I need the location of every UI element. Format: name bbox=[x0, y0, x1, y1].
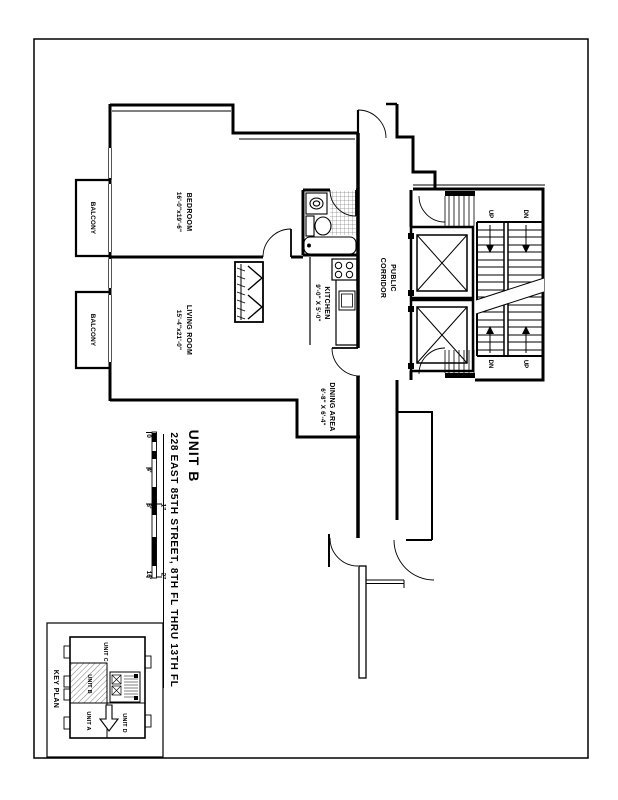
living-room-label: LIVING ROOM bbox=[185, 305, 192, 355]
balcony-upper-outline bbox=[74, 178, 110, 258]
vent-shaft-top bbox=[445, 191, 475, 196]
toilet-icon bbox=[305, 215, 315, 237]
kitchen-sink-icon bbox=[338, 290, 356, 311]
key-plan-balconies bbox=[63, 645, 152, 730]
address-title: 228 EAST 85TH STREET, 8TH FL THRU 13TH F… bbox=[168, 432, 179, 687]
stair-dn-bottom-label: DN bbox=[487, 360, 493, 369]
elevator-x-icon bbox=[416, 306, 468, 364]
key-plan-unit-d-label: UNIT D bbox=[121, 713, 127, 733]
balconies bbox=[74, 178, 110, 370]
stove-icon bbox=[331, 258, 358, 281]
dining-area-dims: 6'-8" X 6'-4" bbox=[319, 388, 326, 425]
sheet-border bbox=[33, 38, 589, 759]
corridor-door-top bbox=[357, 109, 387, 139]
key-plan-title: KEY PLAN bbox=[52, 670, 59, 708]
balcony-lower-label: BALCONY bbox=[89, 314, 96, 347]
corridor-door-bottom-left bbox=[329, 537, 359, 567]
dining-area-label: DINING AREA bbox=[328, 382, 335, 431]
scale-tick-16: 16' bbox=[145, 571, 152, 580]
kitchen-dims: 9'-0" X 5'-0" bbox=[314, 284, 321, 321]
counter bbox=[335, 280, 358, 346]
kitchen-label: KITCHEN bbox=[323, 286, 330, 319]
public-corridor-label-1: PUBLIC bbox=[389, 264, 396, 292]
scale-tick-8: 8' bbox=[145, 503, 152, 509]
bedroom-label: BEDROOM bbox=[185, 193, 192, 232]
balcony-lower-outline bbox=[74, 290, 110, 370]
key-plan bbox=[46, 622, 164, 758]
stair-up-bottom-label: UP bbox=[522, 360, 528, 368]
bedroom-dims: 16'-0"x19'-6" bbox=[175, 192, 182, 232]
sink-icon bbox=[305, 192, 328, 215]
stair-arrows bbox=[486, 225, 530, 353]
key-plan-core bbox=[109, 671, 141, 703]
corridor-top bbox=[356, 102, 437, 190]
wall-stub-below bbox=[358, 565, 367, 679]
key-plan-box bbox=[46, 622, 164, 758]
stair-up-top-label: UP bbox=[487, 210, 493, 218]
corridor-lower bbox=[328, 380, 435, 679]
stairs bbox=[475, 221, 545, 357]
key-plan-unit-a-label: UNIT A bbox=[85, 711, 91, 730]
balcony-upper-label: BALCONY bbox=[89, 202, 96, 235]
elevator-1 bbox=[408, 225, 475, 300]
stair-dn-top-label: DN bbox=[522, 210, 528, 219]
living-room-dims: 15'-4"x21'-0" bbox=[175, 310, 182, 350]
corridor-door-bottom-right bbox=[393, 539, 435, 581]
title-block: UNIT B 228 EAST 85TH STREET, 8TH FL THRU… bbox=[163, 430, 202, 688]
location-arrow-icon bbox=[98, 704, 120, 732]
stair-break-lines bbox=[475, 277, 545, 315]
vent-door-top bbox=[418, 195, 446, 223]
scale-tick-4: 4' bbox=[145, 467, 152, 473]
elevator-2 bbox=[408, 298, 475, 373]
public-corridor-label-2: CORRIDOR bbox=[379, 258, 386, 299]
bedroom-door bbox=[262, 228, 292, 258]
kitchen bbox=[309, 257, 358, 346]
scale-tick-0: 0 bbox=[145, 434, 152, 438]
elevator-x-icon bbox=[416, 234, 468, 292]
bathtub-icon bbox=[303, 236, 357, 255]
key-plan-unit-c-label: UNIT C bbox=[102, 642, 108, 662]
vent-door-bottom bbox=[418, 347, 446, 375]
closet-icon bbox=[234, 261, 264, 323]
bathroom-door bbox=[329, 189, 357, 217]
unit-title: UNIT B bbox=[186, 430, 202, 483]
bathroom bbox=[301, 188, 358, 257]
window-icon bbox=[108, 148, 112, 362]
vent-shaft-bottom bbox=[445, 373, 475, 378]
key-plan-unit-b-label: UNIT B bbox=[86, 674, 92, 694]
entry-door bbox=[331, 347, 361, 377]
